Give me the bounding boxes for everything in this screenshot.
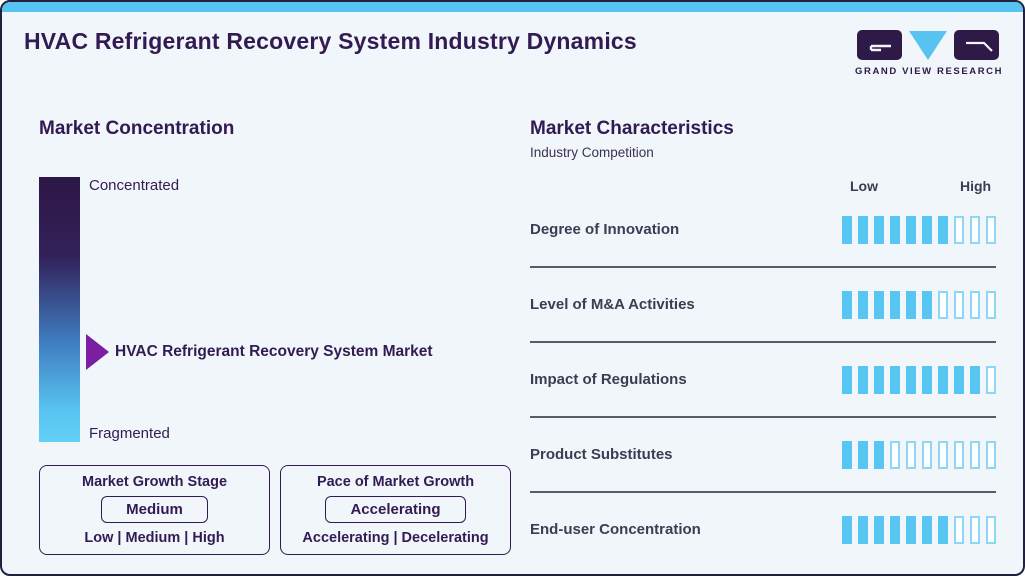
logo-v-triangle-icon bbox=[908, 30, 947, 60]
fragmented-label: Fragmented bbox=[89, 425, 170, 442]
segment-filled bbox=[858, 515, 868, 544]
segment-filled bbox=[858, 365, 868, 394]
segment-empty bbox=[986, 290, 996, 319]
market-growth-stage-box: Market Growth Stage Medium Low | Medium … bbox=[39, 465, 270, 555]
segment-filled bbox=[858, 290, 868, 319]
pace-options: Accelerating | Decelerating bbox=[302, 530, 489, 546]
segment-empty bbox=[938, 290, 948, 319]
segment-empty bbox=[970, 290, 980, 319]
rating-segments bbox=[842, 290, 996, 319]
characteristic-row: Degree of Innovation bbox=[530, 193, 996, 268]
logo-g-block bbox=[856, 30, 902, 60]
scale-low-label: Low bbox=[850, 178, 878, 194]
segment-empty bbox=[970, 215, 980, 244]
segment-empty bbox=[986, 515, 996, 544]
segment-filled bbox=[906, 515, 916, 544]
characteristic-row: Impact of Regulations bbox=[530, 343, 996, 418]
segment-filled bbox=[954, 365, 964, 394]
segment-filled bbox=[922, 290, 932, 319]
characteristic-row: Product Substitutes bbox=[530, 418, 996, 493]
logo-g-glyph bbox=[869, 44, 891, 52]
segment-empty bbox=[970, 515, 980, 544]
segment-empty bbox=[954, 515, 964, 544]
segment-empty bbox=[938, 440, 948, 469]
rating-segments bbox=[842, 215, 996, 244]
characteristic-row: End-user Concentration bbox=[530, 493, 996, 566]
concentration-gradient-bar bbox=[39, 177, 80, 442]
growth-stage-options: Low | Medium | High bbox=[84, 530, 225, 546]
segment-filled bbox=[890, 515, 900, 544]
rating-segments bbox=[842, 515, 996, 544]
segment-filled bbox=[874, 215, 884, 244]
segment-filled bbox=[906, 365, 916, 394]
segment-empty bbox=[890, 440, 900, 469]
segment-empty bbox=[970, 440, 980, 469]
logo-r-glyph bbox=[965, 41, 993, 52]
segment-filled bbox=[858, 215, 868, 244]
segment-empty bbox=[954, 440, 964, 469]
segment-filled bbox=[858, 440, 868, 469]
segment-filled bbox=[874, 290, 884, 319]
grand-view-research-logo: GRAND VIEW RESEARCH bbox=[855, 29, 1004, 77]
page-title: HVAC Refrigerant Recovery System Industr… bbox=[24, 28, 637, 54]
industry-competition-subheading: Industry Competition bbox=[530, 145, 654, 160]
characteristic-label: Degree of Innovation bbox=[530, 221, 680, 238]
characteristic-label: Impact of Regulations bbox=[530, 371, 687, 388]
logo-marks bbox=[855, 29, 1000, 61]
market-position-label: HVAC Refrigerant Recovery System Market bbox=[115, 343, 433, 360]
segment-filled bbox=[922, 515, 932, 544]
segment-filled bbox=[842, 515, 852, 544]
market-position-arrow-icon bbox=[86, 334, 109, 370]
segment-empty bbox=[954, 215, 964, 244]
segment-filled bbox=[842, 440, 852, 469]
segment-filled bbox=[842, 290, 852, 319]
segment-filled bbox=[906, 215, 916, 244]
segment-filled bbox=[890, 290, 900, 319]
segment-filled bbox=[922, 365, 932, 394]
pace-title: Pace of Market Growth bbox=[316, 474, 475, 490]
rating-segments bbox=[842, 365, 996, 394]
characteristic-row: Level of M&A Activities bbox=[530, 268, 996, 343]
scale-high-label: High bbox=[960, 178, 992, 194]
pace-selected-value: Accelerating bbox=[325, 496, 466, 523]
segment-filled bbox=[890, 215, 900, 244]
segment-filled bbox=[842, 215, 852, 244]
segment-filled bbox=[906, 290, 916, 319]
pace-of-growth-box: Pace of Market Growth Accelerating Accel… bbox=[280, 465, 511, 555]
segment-empty bbox=[922, 440, 932, 469]
segment-filled bbox=[874, 365, 884, 394]
characteristic-label: Product Substitutes bbox=[530, 446, 673, 463]
top-accent-bar bbox=[2, 2, 1023, 12]
segment-empty bbox=[906, 440, 916, 469]
segment-empty bbox=[986, 440, 996, 469]
logo-wordmark: GRAND VIEW RESEARCH bbox=[855, 66, 1004, 77]
segment-empty bbox=[986, 365, 996, 394]
segment-filled bbox=[938, 215, 948, 244]
segment-filled bbox=[842, 365, 852, 394]
characteristic-label: Level of M&A Activities bbox=[530, 296, 695, 313]
segment-filled bbox=[890, 365, 900, 394]
growth-stage-title: Market Growth Stage bbox=[81, 474, 228, 490]
market-concentration-heading: Market Concentration bbox=[39, 118, 235, 139]
segment-filled bbox=[938, 365, 948, 394]
segment-empty bbox=[986, 215, 996, 244]
characteristic-label: End-user Concentration bbox=[530, 521, 701, 538]
segment-filled bbox=[922, 215, 932, 244]
concentrated-label: Concentrated bbox=[89, 177, 180, 194]
segment-filled bbox=[938, 515, 948, 544]
segment-filled bbox=[874, 515, 884, 544]
segment-filled bbox=[970, 365, 980, 394]
market-characteristics-heading: Market Characteristics bbox=[530, 118, 734, 139]
growth-stage-selected-value: Medium bbox=[101, 496, 208, 523]
logo-r-block bbox=[953, 30, 999, 60]
rating-segments bbox=[842, 440, 996, 469]
segment-empty bbox=[954, 290, 964, 319]
segment-filled bbox=[874, 440, 884, 469]
